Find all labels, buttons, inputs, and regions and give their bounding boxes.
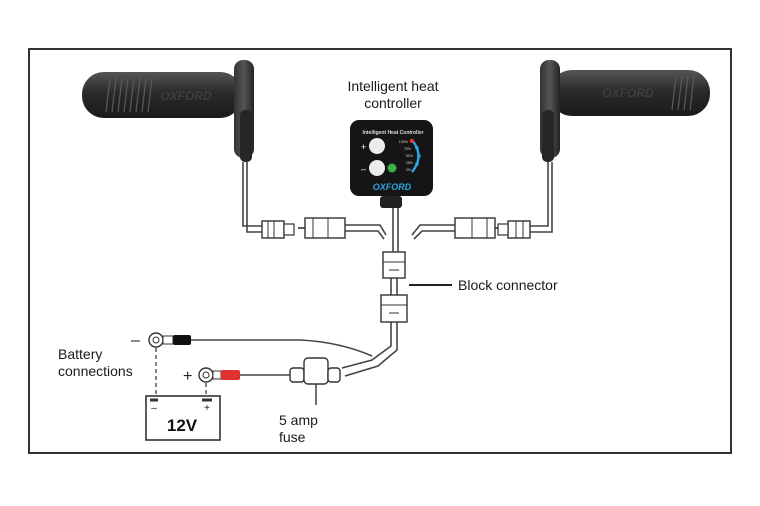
level-label-2: 50% [406,154,414,158]
fuse-callout-line2: fuse [279,429,306,445]
controller-plus-symbol: + [361,142,366,152]
battery-pos-terminal: + [204,403,210,414]
left-heated-grip: OXFORD [82,60,254,162]
fuse-holder [289,357,341,405]
controller-panel-title: Intelligent Heat Controller [362,130,423,136]
diagram-frame [28,48,732,454]
level-led-4 [415,162,419,166]
wiring-harness [191,162,553,377]
level-label-3: 25% [406,161,414,165]
level-label-0: 100% [399,140,409,144]
battery-neg-terminal: – [151,403,157,414]
negative-sign: – [131,332,140,349]
controller-brand: OXFORD [373,182,412,192]
right-grip-brand: OXFORD [602,86,654,100]
plus-button [369,138,385,154]
level-label-1: 75% [404,147,412,151]
minus-button [369,160,385,176]
left-grip-brand: OXFORD [160,89,212,103]
level-led-2 [415,146,419,150]
left-grip-connector [261,220,295,239]
controller-minus-symbol: – [361,164,366,174]
status-led [387,163,397,173]
battery-voltage: 12V [167,416,198,435]
negative-lead [148,332,191,348]
block-connector-label: Block connector [458,277,558,293]
level-led-red [409,138,415,144]
positive-sign: + [183,368,192,385]
right-grip-connector [497,220,531,239]
heat-controller: Intelligent Heat Controller + – 100% 75%… [350,120,433,208]
right-harness-connector [454,217,502,239]
fuse-callout: 5 amp fuse [279,412,318,446]
level-label-4: 0% [406,168,412,172]
level-led-3 [417,154,421,158]
block-connector [380,251,408,323]
battery: – + 12V [145,395,221,441]
battery-callout-line2: connections [58,363,133,379]
controller-callout: Intelligent heat controller [330,78,456,112]
fuse-callout-line1: 5 amp [279,412,318,428]
battery-callout-line1: Battery [58,346,103,362]
controller-callout-line1: Intelligent heat [347,78,439,94]
left-harness-connector [298,217,346,239]
battery-connections-callout: Battery connections [58,346,133,380]
controller-callout-line2: controller [364,95,422,111]
right-heated-grip: OXFORD [540,60,710,162]
positive-lead [198,367,240,383]
